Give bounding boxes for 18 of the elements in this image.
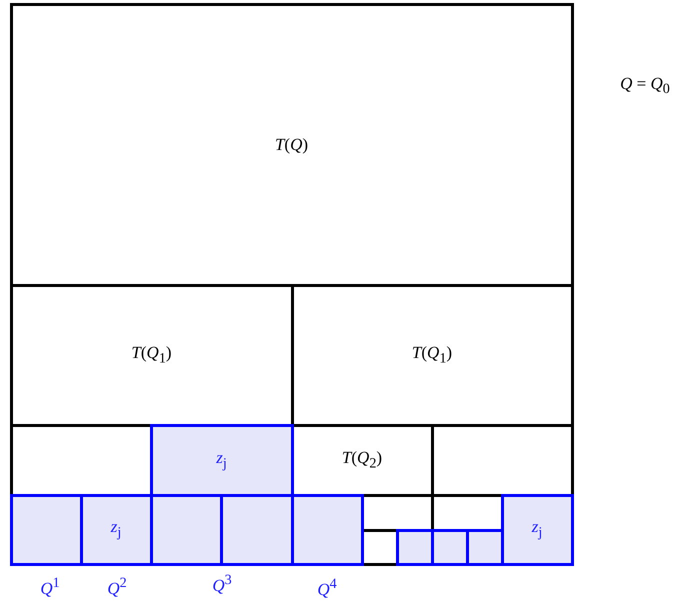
- region-box: [150, 424, 294, 496]
- region-label: Q$^{1}$: [40, 575, 60, 599]
- region-label: Q$^{2}$: [107, 575, 127, 599]
- math-label: T(Q): [274, 134, 308, 154]
- region-box: [430, 528, 468, 566]
- region-box: [500, 494, 574, 566]
- math-label: z$_{j}$: [216, 448, 227, 472]
- region-box: [396, 528, 434, 566]
- math-label: T(Q$_{1}$): [412, 342, 452, 368]
- math-label: T(Q$_{2}$): [342, 448, 382, 472]
- math-label: T(Q$_{1}$): [131, 342, 172, 368]
- region-label: Q$^{4}$: [317, 576, 337, 600]
- math-label: z$_{j}$: [110, 517, 122, 542]
- region-box: [10, 494, 82, 566]
- region-box: [10, 2, 574, 286]
- equation-label: Q = Q$_{0}$: [620, 74, 670, 98]
- math-label: z$_{j}$: [532, 517, 542, 542]
- region-label: Q$^{3}$: [212, 572, 232, 596]
